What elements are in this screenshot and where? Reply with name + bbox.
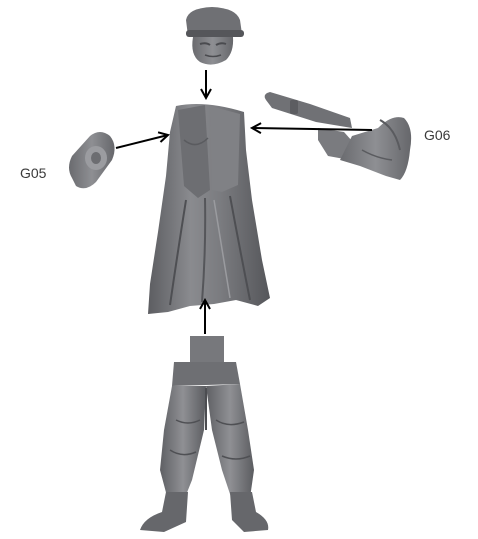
left-arm-part bbox=[69, 132, 115, 189]
head-part bbox=[186, 7, 244, 65]
legs-part bbox=[140, 336, 269, 532]
right-arm-part bbox=[264, 92, 412, 180]
arrow-right-arm-to-torso bbox=[252, 128, 373, 130]
label-left-arm: G05 bbox=[20, 165, 47, 181]
label-right-arm: G06 bbox=[424, 127, 451, 143]
arrow-left-arm-to-torso bbox=[115, 135, 168, 149]
torso-coat-part bbox=[148, 104, 270, 314]
